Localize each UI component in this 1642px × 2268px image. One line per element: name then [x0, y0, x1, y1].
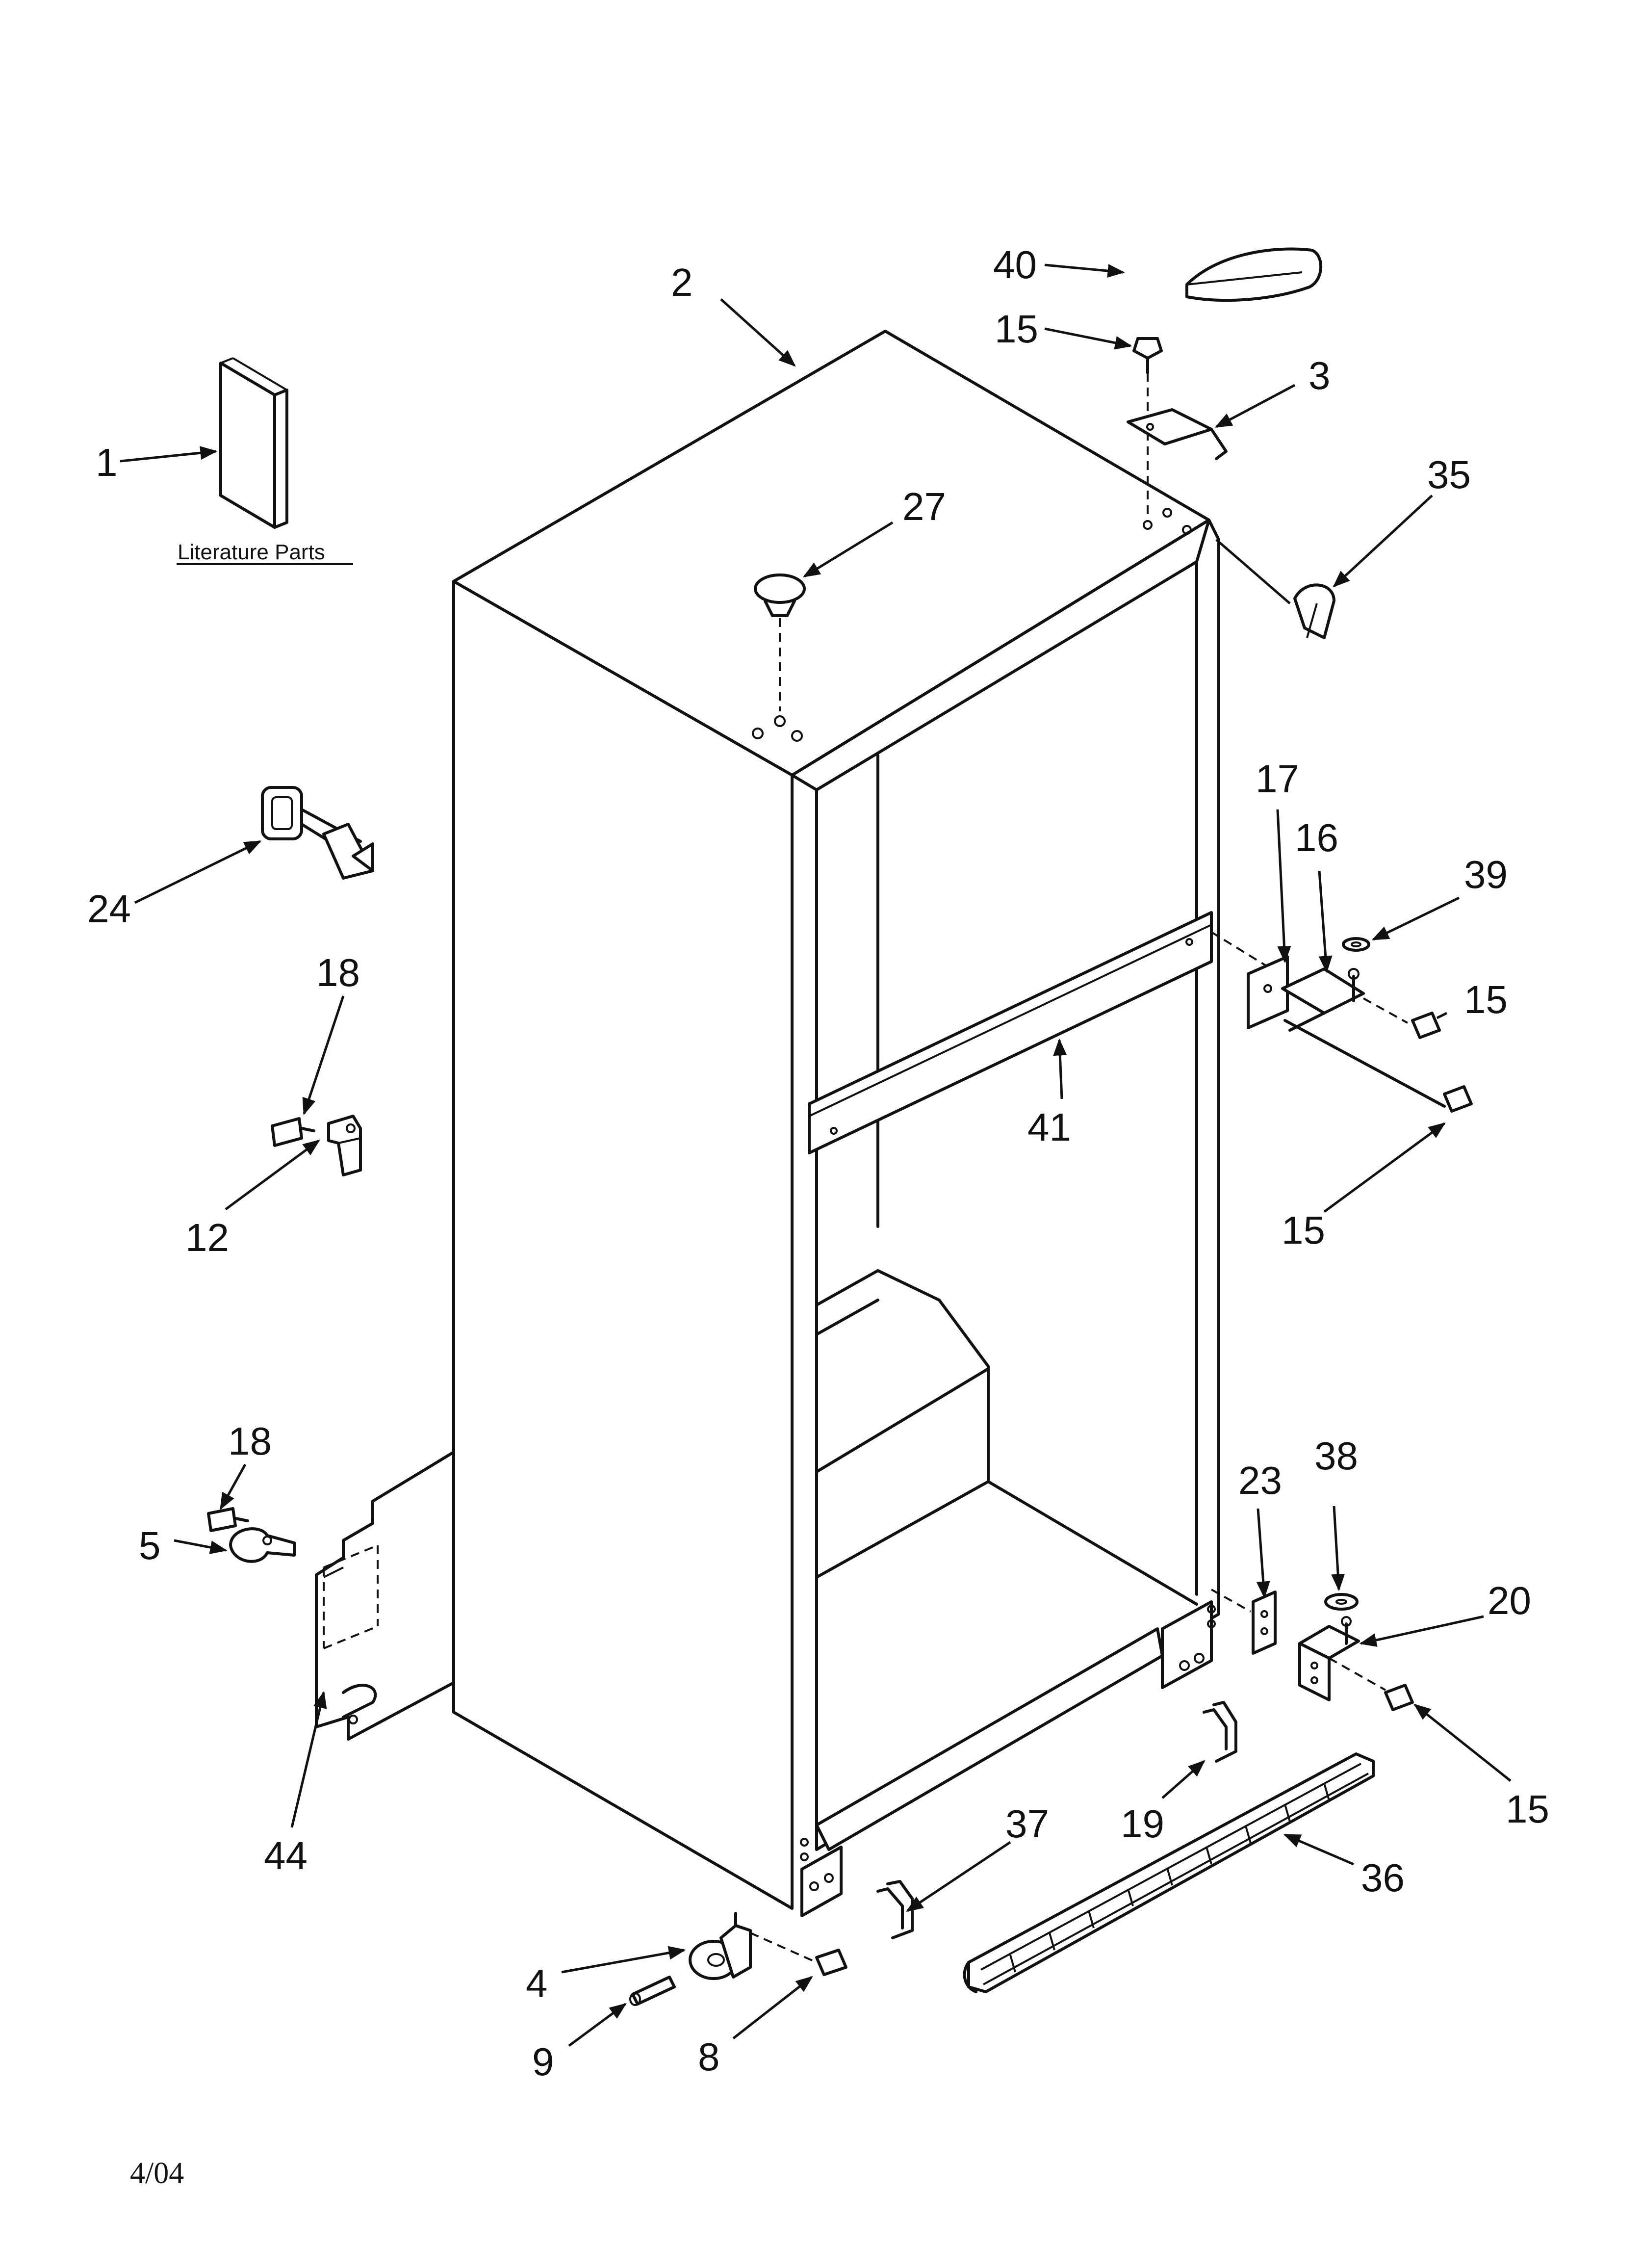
- callout-3: 3: [1308, 354, 1331, 397]
- callout-12: 12: [185, 1216, 229, 1259]
- callout-38: 38: [1314, 1434, 1358, 1478]
- callout-labels: 1 2 3 4 5 8 9 12 15 15 15 15 16 17 18 18…: [87, 243, 1549, 2084]
- leader-lines: [120, 263, 1512, 2047]
- callout-4: 4: [526, 1961, 548, 2005]
- callout-44: 44: [264, 1834, 308, 1877]
- callout-18-lower: 18: [228, 1419, 272, 1463]
- top-screw: [1132, 337, 1163, 520]
- callout-18-upper: 18: [316, 951, 360, 994]
- callout-15-top: 15: [995, 307, 1038, 351]
- literature-parts-label: Literature Parts: [178, 540, 325, 564]
- top-plug: [754, 574, 806, 711]
- callout-15-bottom: 15: [1506, 1787, 1549, 1831]
- hinge-bushing: [1293, 583, 1335, 639]
- callout-9: 9: [532, 2040, 554, 2084]
- hinge-cover: [1185, 247, 1323, 302]
- callout-41: 41: [1027, 1105, 1071, 1149]
- callout-37: 37: [1005, 1802, 1049, 1846]
- callout-8: 8: [698, 2035, 720, 2079]
- callout-15-mid-lower: 15: [1282, 1208, 1325, 1252]
- grille-clip-right: [1203, 1701, 1237, 1763]
- roller-assembly: [629, 1912, 847, 2006]
- machine-compartment-shield: [315, 1451, 455, 1741]
- lower-clamp: [207, 1507, 296, 1563]
- callout-19: 19: [1121, 1802, 1164, 1846]
- center-hinge-assembly: [1210, 931, 1473, 1113]
- callout-20: 20: [1488, 1579, 1531, 1622]
- literature-parts: [177, 357, 353, 565]
- upper-screw-and-clip: [271, 1115, 362, 1176]
- center-rail: [808, 911, 1213, 1154]
- callout-40: 40: [993, 243, 1037, 287]
- callout-35: 35: [1427, 453, 1471, 496]
- callout-16: 16: [1295, 816, 1338, 860]
- callout-24: 24: [87, 887, 131, 931]
- callout-27: 27: [902, 485, 946, 528]
- callout-17: 17: [1256, 757, 1299, 801]
- cabinet-wrapper: [452, 330, 1220, 1917]
- callout-15-mid-upper: 15: [1464, 978, 1508, 1021]
- callout-1: 1: [96, 441, 118, 484]
- callout-39: 39: [1464, 853, 1508, 896]
- top-hinge: [1127, 408, 1228, 460]
- callout-2: 2: [671, 261, 693, 304]
- date-code: 4/04: [130, 2157, 184, 2190]
- base-grille: [963, 1752, 1375, 1993]
- bottom-hinge-assembly: [1211, 1589, 1414, 1711]
- callout-23: 23: [1238, 1459, 1282, 1502]
- callout-36: 36: [1361, 1856, 1405, 1900]
- callout-5: 5: [139, 1524, 161, 1567]
- door-stop-pin: [261, 786, 374, 880]
